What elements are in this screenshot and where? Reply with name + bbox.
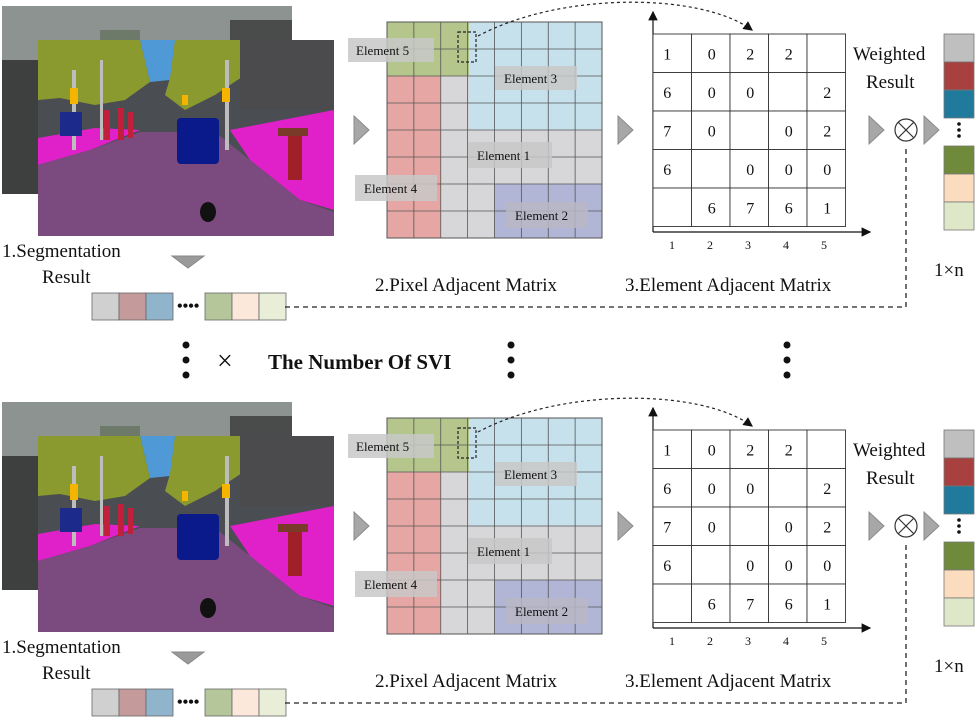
middle-row: × The Number Of SVI [182, 341, 791, 379]
svi-count-label: The Number Of SVI [268, 350, 451, 374]
times-symbol: × [217, 346, 233, 377]
